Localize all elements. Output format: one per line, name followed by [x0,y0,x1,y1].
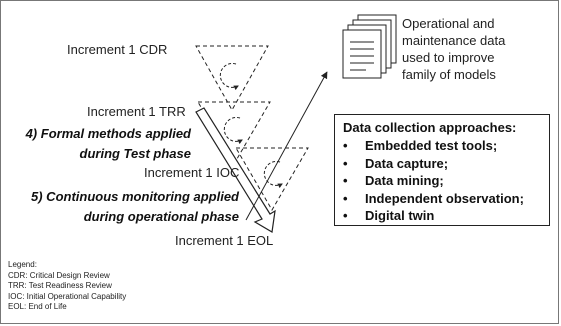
downward-arrow-icon [195,107,276,233]
data-collection-item: Data capture; [343,155,541,173]
legend-item: CDR: Critical Design Review [8,270,110,280]
operational-data-line1: Operational and [402,16,495,31]
legend-title: Legend: [8,260,37,269]
legend-item: TRR: Test Readiness Review [8,281,112,290]
operational-phase-label: 5) Continuous monitoring applied during … [31,187,239,227]
feedback-arrow-icon [245,71,328,221]
document-stack-icon [342,14,397,79]
operational-data-note: Operational and maintenance data used to… [402,15,505,83]
milestone-eol: Increment 1 EOL [175,233,274,248]
cycle-arrow-icon [223,116,243,145]
test-phase-line1: 4) Formal methods applied [25,126,191,141]
milestone-trr: Increment 1 TRR [87,104,186,119]
milestone-ioc: Increment 1 IOC [144,165,240,180]
milestone-cdr: Increment 1 CDR [67,42,168,57]
data-collection-list: Embedded test tools; Data capture; Data … [343,137,541,225]
data-collection-title: Data collection approaches: [343,120,517,135]
operational-phase-line1: 5) Continuous monitoring applied [31,189,239,204]
data-collection-item: Embedded test tools; [343,137,541,155]
data-collection-box: Data collection approaches: Embedded tes… [334,114,550,226]
test-phase-label: 4) Formal methods applied during Test ph… [26,124,191,164]
operational-phase-line2: during operational phase [83,209,239,224]
legend-item: IOC: Initial Operational Capability [8,291,127,301]
ioc-cycle-triangle [235,147,309,211]
data-collection-item: Data mining; [343,172,541,190]
trr-cycle-triangle [197,101,271,165]
operational-data-line4: family of models [402,67,496,82]
legend: Legend: CDR: Critical Design Review TRR:… [8,260,126,313]
data-collection-item: Independent observation; [343,190,541,208]
data-collection-item: Digital twin [343,207,541,225]
cycle-arrow-icon [263,160,283,189]
operational-data-line3: used to improve [402,50,495,65]
cdr-cycle-triangle [195,45,269,112]
test-phase-line2: during Test phase [79,146,191,161]
operational-data-line2: maintenance data [402,33,506,48]
legend-item: EOL: End of Life [8,302,67,311]
cycle-arrow-icon [219,62,239,91]
